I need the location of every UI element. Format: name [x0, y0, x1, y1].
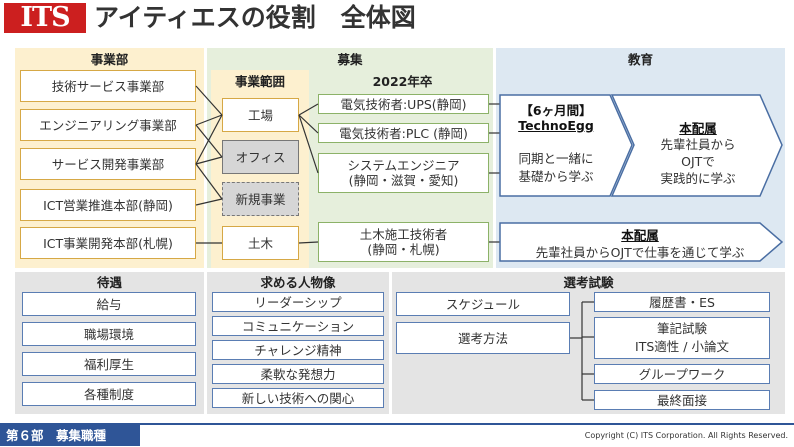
- benefits-header: 待遇: [96, 275, 122, 290]
- stage3-body: 先輩社員からOJTで仕事を通じて学ぶ: [535, 245, 745, 260]
- stage3-title: 本配属: [621, 228, 659, 243]
- benefit-item: 福利厚生: [22, 352, 196, 376]
- selection-schedule: スケジュール: [396, 292, 570, 316]
- selection-method: 選考方法: [396, 322, 570, 354]
- scope-item-new-business: 新規事業: [222, 182, 299, 216]
- department-item: ICT事業開発本部(札幌): [20, 227, 196, 259]
- selection-header: 選考試験: [563, 275, 614, 290]
- job-item-ups: 電気技術者:UPS(静岡): [318, 94, 489, 114]
- year-header: 2022年卒: [372, 74, 433, 89]
- persona-item: コミュニケーション: [212, 316, 384, 336]
- persona-item: 新しい技術への関心: [212, 388, 384, 408]
- page-title: アイティエスの役割 全体図: [94, 3, 416, 32]
- scope-header: 事業範囲: [234, 74, 285, 89]
- stage1-title: 【6ヶ月間】: [520, 103, 592, 118]
- benefit-item: 各種制度: [22, 382, 196, 406]
- selection-step: 最終面接: [594, 390, 770, 410]
- stage2-body: 先輩社員から OJTで 実践的に学ぶ: [660, 137, 736, 186]
- footer-section-label: 第６部 募集職種: [0, 425, 140, 446]
- recruitment-header: 募集: [337, 52, 363, 67]
- persona-item: チャレンジ精神: [212, 340, 384, 360]
- stage1-body: 同期と一緒に 基礎から学ぶ: [518, 151, 594, 184]
- footer-divider: [0, 423, 794, 425]
- scope-item-civil: 土木: [222, 226, 299, 260]
- selection-step: 筆記試験 ITS適性 / 小論文: [594, 317, 770, 359]
- stage2-title: 本配属: [679, 121, 717, 136]
- department-item: サービス開発事業部: [20, 148, 196, 180]
- job-item-plc: 電気技術者:PLC (静岡): [318, 123, 489, 143]
- stage1-subtitle: TechnoEgg: [518, 118, 594, 133]
- its-logo: ITS: [4, 3, 86, 33]
- education-header: 教育: [627, 52, 653, 67]
- department-item: 技術サービス事業部: [20, 70, 196, 102]
- persona-item: リーダーシップ: [212, 292, 384, 312]
- persona-item: 柔軟な発想力: [212, 364, 384, 384]
- copyright-text: Copyright (C) ITS Corporation. All Right…: [584, 431, 788, 440]
- benefit-item: 職場環境: [22, 322, 196, 346]
- department-item: エンジニアリング事業部: [20, 109, 196, 141]
- scope-item-factory: 工場: [222, 98, 299, 132]
- benefit-item: 給与: [22, 292, 196, 316]
- job-item-civil-engineer: 土木施工技術者 (静岡・札幌): [318, 222, 489, 262]
- departments-header: 事業部: [90, 52, 129, 67]
- department-item: ICT営業推進本部(静岡): [20, 189, 196, 221]
- persona-header: 求める人物像: [260, 275, 336, 290]
- selection-step: 履歴書・ES: [594, 292, 770, 312]
- job-item-se: システムエンジニア (静岡・滋賀・愛知): [318, 153, 489, 193]
- scope-item-office: オフィス: [222, 140, 299, 174]
- selection-step: グループワーク: [594, 364, 770, 384]
